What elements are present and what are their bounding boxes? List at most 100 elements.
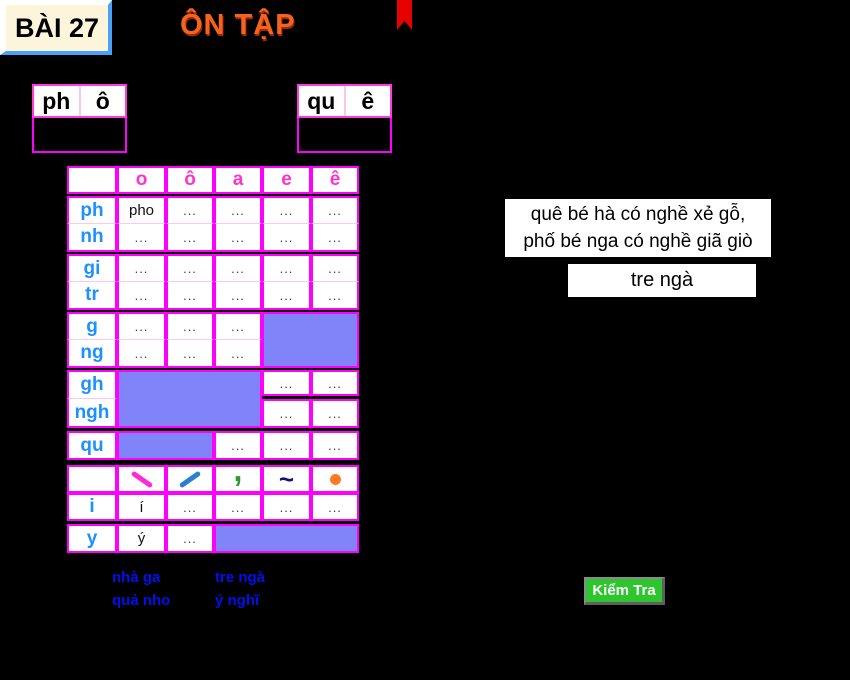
blocked-region	[214, 524, 359, 553]
table-cell[interactable]: ...	[214, 196, 262, 224]
row-label-g: g	[67, 312, 117, 340]
tone-header-cell: ,	[214, 452, 262, 493]
sentence-line-1: quê bé hà có nghề xẻ gỗ,	[530, 204, 746, 225]
table-cell[interactable]: ...	[214, 224, 262, 252]
table-cell[interactable]: ...	[311, 399, 359, 428]
row-label-y: y	[67, 524, 117, 553]
table-cell[interactable]: ...	[117, 254, 166, 282]
table-cell[interactable]: ...	[262, 370, 311, 396]
tone-nang-icon	[329, 473, 341, 485]
pair-card-consonant: ph	[42, 87, 71, 114]
syllable-table: o ô a e ê ph pho ... ... ... ... nh ... …	[67, 166, 359, 460]
column-header-e: e	[262, 166, 311, 194]
table-cell[interactable]: ...	[262, 493, 311, 521]
sentence-box: quê bé hà có nghề xẻ gỗ, phố bé nga có n…	[505, 199, 771, 257]
table-cell[interactable]: ...	[214, 312, 262, 340]
table-cell[interactable]: pho	[117, 196, 166, 224]
row-label-gh: gh	[67, 370, 117, 399]
pair-card-pho: ph ô	[32, 84, 127, 153]
check-button[interactable]: Kiểm Tra	[584, 577, 665, 605]
tone-header-cell: ~	[262, 463, 311, 494]
table-cell[interactable]: ý	[117, 524, 166, 553]
tone-table: , ~ i í ... ... ... ... y ý ...	[67, 452, 359, 553]
word-list-item: ý nghĩ	[215, 592, 260, 609]
word-box: tre ngà	[568, 264, 756, 297]
table-cell[interactable]: ...	[166, 196, 214, 224]
row-label-gi: gi	[67, 254, 117, 282]
tone-header-cell	[166, 465, 214, 493]
table-cell[interactable]: ...	[262, 254, 311, 282]
blocked-region	[117, 431, 214, 460]
table-cell[interactable]: ...	[117, 224, 166, 252]
table-cell[interactable]: ...	[117, 312, 166, 340]
table-cell[interactable]: ...	[214, 493, 262, 521]
table-cell[interactable]: ...	[311, 224, 359, 252]
row-label-nh: nh	[67, 224, 117, 252]
table-cell[interactable]: ...	[311, 254, 359, 282]
tone-huyen-icon	[130, 470, 153, 488]
table-cell[interactable]: ...	[311, 282, 359, 310]
row-label-ph: ph	[67, 196, 117, 224]
blocked-region	[262, 312, 359, 368]
table-cell[interactable]: ...	[166, 282, 214, 310]
table-cell[interactable]: ...	[311, 196, 359, 224]
corner-cell	[67, 465, 117, 493]
column-header-e-hat: ê	[311, 166, 359, 194]
tone-nga-icon: ~	[278, 463, 295, 494]
table-cell[interactable]: ...	[311, 370, 359, 396]
table-cell[interactable]: ...	[117, 340, 166, 368]
table-cell[interactable]: ...	[117, 282, 166, 310]
table-cell[interactable]: í	[117, 493, 166, 521]
tone-hoi-icon: ,	[233, 451, 243, 488]
table-cell[interactable]: ...	[262, 224, 311, 252]
table-cell[interactable]: ...	[262, 431, 311, 460]
word-box-text: tre ngà	[630, 269, 694, 291]
table-cell[interactable]: ...	[262, 282, 311, 310]
word-list-column-1: nhà ga quả nho	[112, 566, 170, 612]
pair-card-answer-box[interactable]	[297, 118, 392, 153]
tone-header-cell	[311, 465, 359, 493]
pair-card-consonant: qu	[307, 87, 336, 114]
row-label-tr: tr	[67, 282, 117, 310]
row-label-ngh: ngh	[67, 399, 117, 428]
column-header-o: o	[117, 166, 166, 194]
pair-card-que: qu ê	[297, 84, 392, 153]
bookmark-icon	[397, 0, 412, 30]
table-cell[interactable]: ...	[166, 493, 214, 521]
word-list-item: nhà ga	[112, 569, 161, 586]
row-label-qu: qu	[67, 431, 117, 460]
row-label-ng: ng	[67, 340, 117, 368]
table-cell[interactable]: ...	[166, 312, 214, 340]
lesson-badge: BÀI 27	[0, 0, 112, 55]
pair-card-answer-box[interactable]	[32, 118, 127, 153]
pair-card-cells: qu ê	[297, 84, 392, 118]
lesson-badge-label: BÀI 27	[14, 12, 100, 43]
table-cell[interactable]: ...	[214, 340, 262, 368]
page-title: ÔN TẬP	[180, 9, 296, 41]
tone-header-cell	[117, 465, 166, 493]
table-cell[interactable]: ...	[166, 224, 214, 252]
row-label-i: i	[67, 493, 117, 521]
blocked-region	[117, 370, 262, 428]
sentence-line-2: phố bé nga có nghề giã giò	[523, 231, 753, 252]
word-list-column-2: tre ngà ý nghĩ	[215, 566, 265, 612]
pair-card-vowel: ê	[343, 86, 391, 116]
table-cell[interactable]: ...	[262, 196, 311, 224]
table-cell[interactable]: ...	[311, 431, 359, 460]
table-cell[interactable]: ...	[166, 524, 214, 553]
table-cell[interactable]: ...	[214, 282, 262, 310]
table-cell[interactable]: ...	[166, 254, 214, 282]
table-cell[interactable]: ...	[311, 493, 359, 521]
column-header-o-hat: ô	[166, 166, 214, 194]
table-cell[interactable]: ...	[166, 340, 214, 368]
table-cell[interactable]: ...	[214, 254, 262, 282]
pair-card-vowel: ô	[78, 86, 126, 116]
word-list-item: tre ngà	[215, 569, 266, 586]
column-header-a: a	[214, 166, 262, 194]
table-cell[interactable]: ...	[214, 431, 262, 460]
corner-cell	[67, 166, 117, 194]
table-cell[interactable]: ...	[262, 399, 311, 428]
pair-card-cells: ph ô	[32, 84, 127, 118]
tone-sac-icon	[178, 470, 202, 488]
word-list-item: quả nho	[112, 592, 171, 609]
